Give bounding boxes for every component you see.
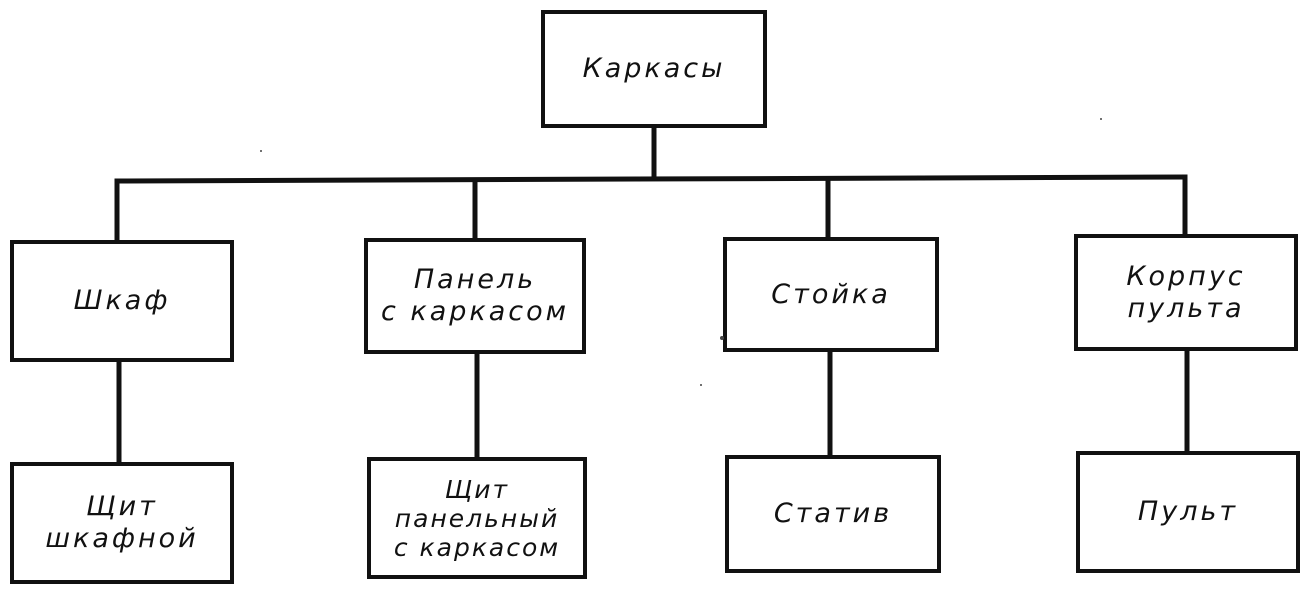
node-shchit-panelny: Щит панельный с каркасом <box>367 457 587 579</box>
node-shkaf: Шкаф <box>10 240 234 362</box>
node-korpus-label-line-1: Корпус <box>1126 260 1246 292</box>
scan-speck <box>260 150 262 152</box>
node-shchit-panelny-label-line-1: Щит <box>444 474 510 504</box>
node-shchit-panelny-label-line-3: с каркасом <box>393 532 561 562</box>
node-shchit-shkafnoy: Щит шкафной <box>10 462 234 584</box>
node-panel-label-line-1: Панель <box>413 264 537 295</box>
node-root: Каркасы <box>541 10 767 128</box>
node-korpus-label-line-2: пульта <box>1127 292 1245 324</box>
scan-speck <box>1100 118 1102 120</box>
node-shchit-panelny-label-line-2: панельный <box>394 503 560 533</box>
node-stoyka: Стойка <box>723 237 939 352</box>
node-pult-label-line-1: Пульт <box>1137 496 1239 527</box>
scan-speck <box>720 336 724 340</box>
node-shchit-shkafnoy-label-line-2: шкафной <box>45 523 199 554</box>
node-panel: Панель с каркасом <box>364 238 586 354</box>
node-stativ-label-line-1: Статив <box>773 498 893 529</box>
node-korpus: Корпус пульта <box>1074 234 1298 351</box>
node-panel-label-line-2: с каркасом <box>380 296 569 327</box>
scan-speck <box>700 384 702 386</box>
node-stativ: Статив <box>725 455 941 573</box>
node-stoyka-label-line-1: Стойка <box>771 278 891 310</box>
node-root-label-line-1: Каркасы <box>582 53 726 84</box>
node-pult: Пульт <box>1076 451 1300 573</box>
node-shkaf-label-line-1: Шкаф <box>73 285 171 316</box>
connector-horizontal-bus <box>114 174 1188 184</box>
node-shchit-shkafnoy-label-line-1: Щит <box>86 491 158 522</box>
